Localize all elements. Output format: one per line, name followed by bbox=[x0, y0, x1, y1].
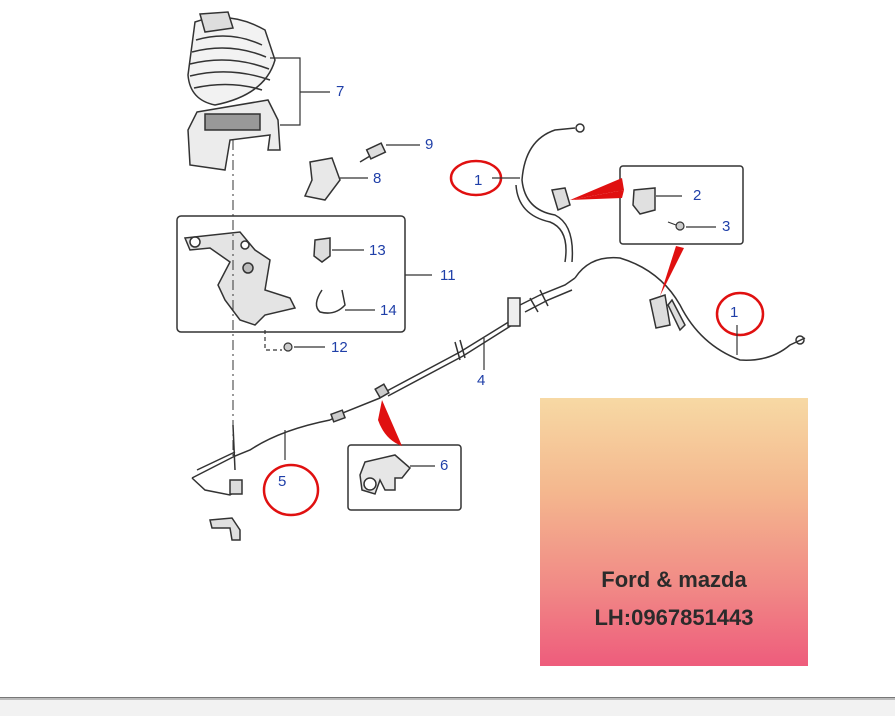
callout-8: 8 bbox=[373, 170, 382, 187]
callout-1-right: 1 bbox=[730, 304, 739, 321]
callout-6: 6 bbox=[440, 457, 449, 474]
callout-12: 12 bbox=[331, 339, 348, 356]
ad-phone-text: LH:0967851443 bbox=[594, 605, 754, 630]
callout-4: 4 bbox=[477, 372, 486, 389]
rear-cable-part bbox=[515, 123, 806, 361]
bracket-part bbox=[303, 157, 341, 201]
callout-13: 13 bbox=[369, 242, 386, 259]
console-cover-part bbox=[187, 99, 281, 171]
callout-1-left: 1 bbox=[474, 172, 483, 189]
nut-part bbox=[264, 330, 325, 352]
callout-7: 7 bbox=[336, 83, 345, 100]
main-cable-part bbox=[374, 297, 521, 399]
handbrake-lever-part bbox=[183, 231, 297, 326]
mounting-bracket-part bbox=[209, 517, 241, 541]
bottom-scrollbar[interactable] bbox=[0, 697, 895, 716]
shop-ad-panel: Ford & mazda LH:0967851443 bbox=[540, 398, 808, 666]
cable-bracket-part bbox=[551, 187, 686, 332]
callout-2: 2 bbox=[693, 187, 702, 204]
clip-part bbox=[315, 289, 346, 314]
callout-11: 11 bbox=[440, 267, 456, 284]
ad-brand-text: Ford & mazda bbox=[601, 567, 747, 592]
pin-part bbox=[359, 142, 387, 163]
bolt-part bbox=[667, 221, 685, 231]
cable-end-fitting-part bbox=[359, 454, 412, 495]
retainer-part bbox=[632, 187, 656, 215]
highlight-wedges bbox=[378, 178, 684, 446]
callout-5: 5 bbox=[278, 473, 287, 490]
gear-boot-part bbox=[187, 11, 276, 106]
callout-3: 3 bbox=[722, 218, 731, 235]
switch-part bbox=[313, 237, 331, 263]
callout-14: 14 bbox=[380, 302, 397, 319]
front-cable-part bbox=[191, 397, 381, 496]
callout-9: 9 bbox=[425, 136, 434, 153]
